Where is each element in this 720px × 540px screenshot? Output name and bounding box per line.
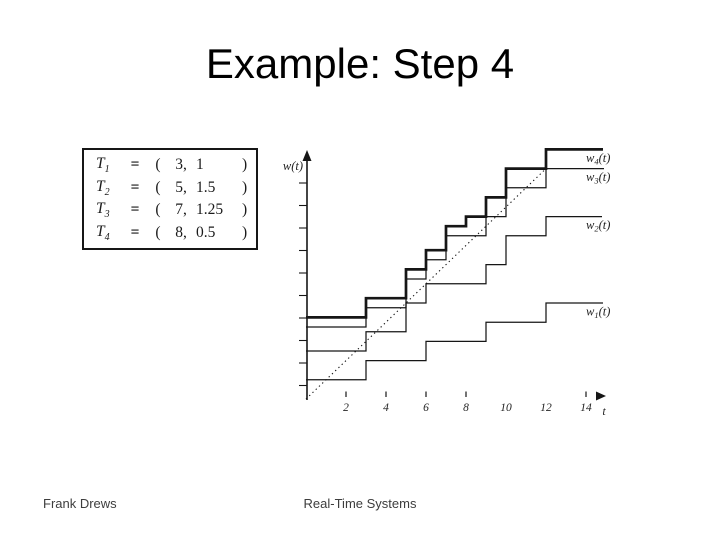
footer-course: Real-Time Systems [303,496,417,511]
w4t-curve [306,148,603,319]
w4t-label: w4(t) [586,151,610,167]
table-row: T1 = ( 3, 1 ) [96,154,256,177]
open-paren: ( [155,178,161,196]
equals-sign: = [130,156,140,174]
x-tick-label-4: 4 [383,402,389,414]
footer-author: Frank Drews [43,496,117,511]
y-axis-label: w(t) [283,159,303,173]
equals-sign: = [130,223,140,241]
open-paren: ( [155,201,161,219]
x-axis-label: t [602,404,606,418]
x-tick-label-2: 2 [343,402,349,414]
w3t-label: w3(t) [586,170,610,186]
task-name: T3 [96,200,110,221]
slide-title: Example: Step 4 [205,40,515,87]
close-paren: ) [242,178,248,196]
close-paren: ) [242,156,248,174]
w1t-label: w1(t) [586,305,610,321]
close-paren: ) [242,201,248,219]
task-period: 3, [175,156,187,174]
close-paren: ) [242,223,248,241]
w1t-curve [306,302,603,381]
equals-sign: = [130,201,140,219]
x-tick-label-12: 12 [540,402,552,414]
task-name: T1 [96,155,110,176]
w2t-label: w2(t) [586,218,610,234]
x-axis-arrow [596,391,606,401]
task-exec-time: 1.5 [196,178,216,196]
task-name: T2 [96,177,110,198]
table-row: T2 = ( 5, 1.5 ) [96,177,256,200]
task-exec-time: 1.25 [196,201,224,219]
task-period: 7, [175,201,187,219]
y-axis-arrow [302,150,312,161]
x-tick-label-14: 14 [580,402,592,414]
x-tick-label-10: 10 [500,402,512,414]
task-period: 8, [175,223,187,241]
task-exec-time: 1 [196,156,204,174]
w2t-curve [306,215,602,352]
task-period: 5, [175,178,187,196]
x-tick-label-6: 6 [423,402,429,414]
table-row: T4 = ( 8, 0.5 ) [96,222,256,245]
task-exec-time: 0.5 [196,223,216,241]
task-parameter-table: T1 = ( 3, 1 ) T2 = ( 5, 1.5 ) T3 = ( 7, … [82,148,258,250]
open-paren: ( [155,156,161,174]
table-row: T3 = ( 7, 1.25 ) [96,199,256,222]
task-name: T4 [96,222,110,243]
x-tick-label-8: 8 [463,402,469,414]
equals-sign: = [130,178,140,196]
open-paren: ( [155,223,161,241]
